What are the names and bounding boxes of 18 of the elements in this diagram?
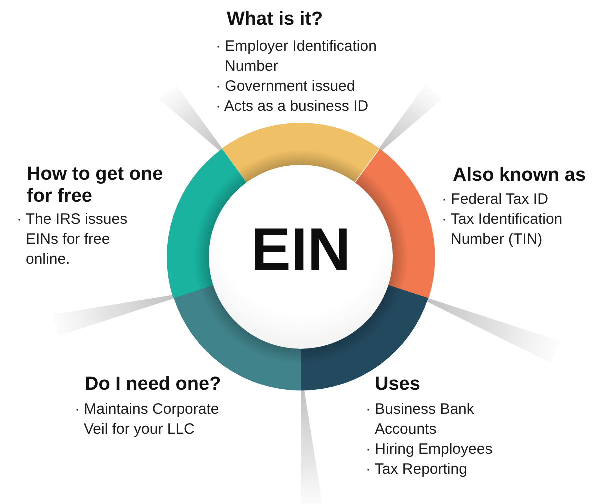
- bullet-item: · Maintains Corporate Veil for your LLC: [75, 400, 220, 440]
- section-heading: Uses: [375, 373, 420, 397]
- center-label: EIN: [250, 220, 352, 280]
- bullet-item: · Federal Tax ID: [442, 190, 548, 210]
- bullet-item: · Tax Reporting: [366, 460, 468, 480]
- bullet-item: · Acts as a business ID: [216, 97, 369, 117]
- light-ray: [159, 85, 223, 152]
- bullet-item: · Hiring Employees: [366, 440, 493, 460]
- bullet-item: · Employer Identification Number: [216, 37, 378, 77]
- bullet-item: · Tax Identification Number (TIN): [442, 210, 564, 250]
- bullet-item: · Government issued: [216, 77, 356, 97]
- section-heading: Also known as: [453, 164, 586, 188]
- section-heading: What is it?: [227, 8, 324, 32]
- light-ray: [301, 390, 323, 504]
- bullet-item: · Business Bank Accounts: [366, 400, 476, 440]
- section-heading: How to get one for free: [27, 164, 164, 208]
- bullet-item: · The IRS issues EINs for free online.: [17, 210, 129, 270]
- section-heading: Do I need one?: [85, 373, 222, 397]
